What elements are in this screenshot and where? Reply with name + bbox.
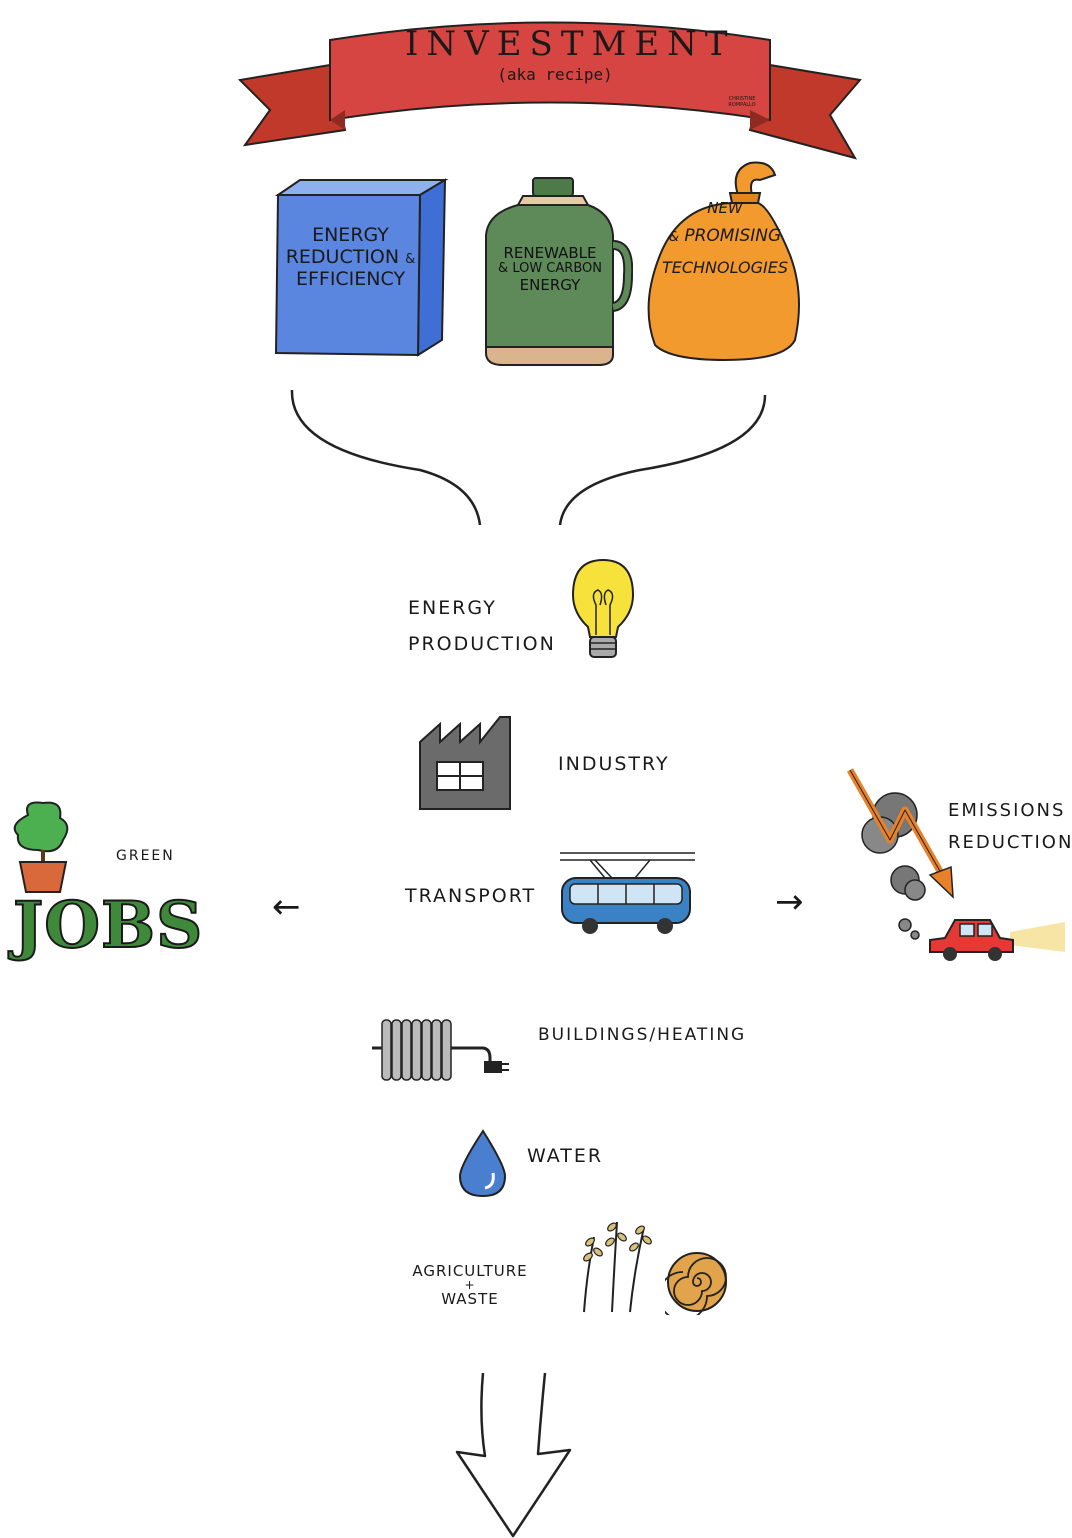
green-jug-icon	[485, 177, 633, 366]
light-bulb-icon	[571, 558, 635, 658]
ingredient-1-line2-row: REDUCTION &	[278, 245, 423, 269]
ingredient-3-line1: NEW	[707, 199, 743, 217]
ingredient-3-line2-row: & PROMISING	[650, 226, 800, 247]
ingredient-2-line2: LOW CARBON	[512, 261, 602, 277]
ingredient-1-line3: EFFICIENCY	[295, 267, 406, 290]
down-arrow-icon	[455, 1372, 572, 1538]
ingredient-1-text: ENERGY REDUCTION & EFFICIENCY	[278, 224, 423, 291]
ingredient-3-amp: &	[668, 230, 679, 246]
artist-signature: CHRISTINE ROMPALLO	[728, 96, 756, 108]
sector-industry: INDUSTRY	[558, 753, 670, 775]
sector-waste: WASTE	[441, 1290, 499, 1308]
ingredient-3-line2: PROMISING	[684, 226, 782, 247]
emissions-label: EMISSIONS REDUCTION	[948, 800, 1072, 853]
ingredient-2-line2-row: & LOW CARBON	[486, 261, 614, 277]
down-arrow-emissions-icon	[846, 768, 954, 899]
renewable-energy-jug: RENEWABLE & LOW CARBON ENERGY	[478, 175, 633, 370]
ingredient-1-line2: REDUCTION	[285, 245, 400, 268]
ingredient-2-amp: &	[498, 261, 509, 277]
ingredient-3-text: NEW & PROMISING TECHNOLOGIES	[650, 199, 800, 277]
blue-box-icon	[274, 178, 449, 357]
funnel-lines	[290, 389, 767, 526]
banner-subtitle: (aka recipe)	[497, 65, 613, 84]
sector-buildings: BUILDINGS/HEATING	[538, 1025, 747, 1045]
sector-transport: TRANSPORT	[405, 885, 537, 907]
sector-water: WATER	[527, 1145, 604, 1167]
ingredient-2-text: RENEWABLE & LOW CARBON ENERGY	[486, 244, 614, 295]
new-technologies-sack: NEW & PROMISING TECHNOLOGIES	[640, 155, 805, 370]
hay-bale-icon	[665, 1252, 727, 1315]
ingredient-2-line3: ENERGY	[519, 276, 581, 295]
investment-banner: INVESTMENT (aka recipe) CHRISTINE ROMPAL…	[235, 10, 865, 160]
jobs-label: JOBS	[12, 887, 204, 964]
water-drop-icon	[458, 1129, 507, 1198]
orange-sack-icon	[647, 161, 800, 362]
green-label: GREEN	[116, 848, 175, 864]
sector-agriculture: AGRICULTURE	[412, 1262, 528, 1280]
wheat-icon	[583, 1221, 652, 1313]
sector-agriculture-group: AGRICULTURE + WASTE	[405, 1262, 535, 1308]
ingredient-3-line3: TECHNOLOGIES	[661, 257, 789, 277]
sector-plus: +	[464, 1278, 476, 1292]
ingredient-1-line1: ENERGY	[312, 224, 389, 246]
left-arrow: ←	[272, 887, 301, 927]
ribbon-icon	[237, 21, 862, 160]
right-arrow: →	[775, 882, 804, 922]
energy-reduction-box: ENERGY REDUCTION & EFFICIENCY	[270, 175, 450, 365]
ingredient-1-amp: &	[405, 251, 416, 267]
trolleybus-icon	[560, 852, 695, 934]
banner-title: INVESTMENT	[405, 24, 736, 64]
green-jobs-outcome: GREEN JOBS	[8, 800, 208, 980]
radiator-icon	[372, 1019, 509, 1081]
smoke-cloud-icon	[861, 792, 926, 940]
sector-energy-production: ENERGY PRODUCTION	[408, 597, 556, 655]
potted-tree-icon	[13, 801, 69, 893]
ingredient-2-line1: RENEWABLE	[503, 244, 597, 262]
factory-icon	[419, 716, 511, 810]
red-car-icon	[929, 919, 1065, 961]
